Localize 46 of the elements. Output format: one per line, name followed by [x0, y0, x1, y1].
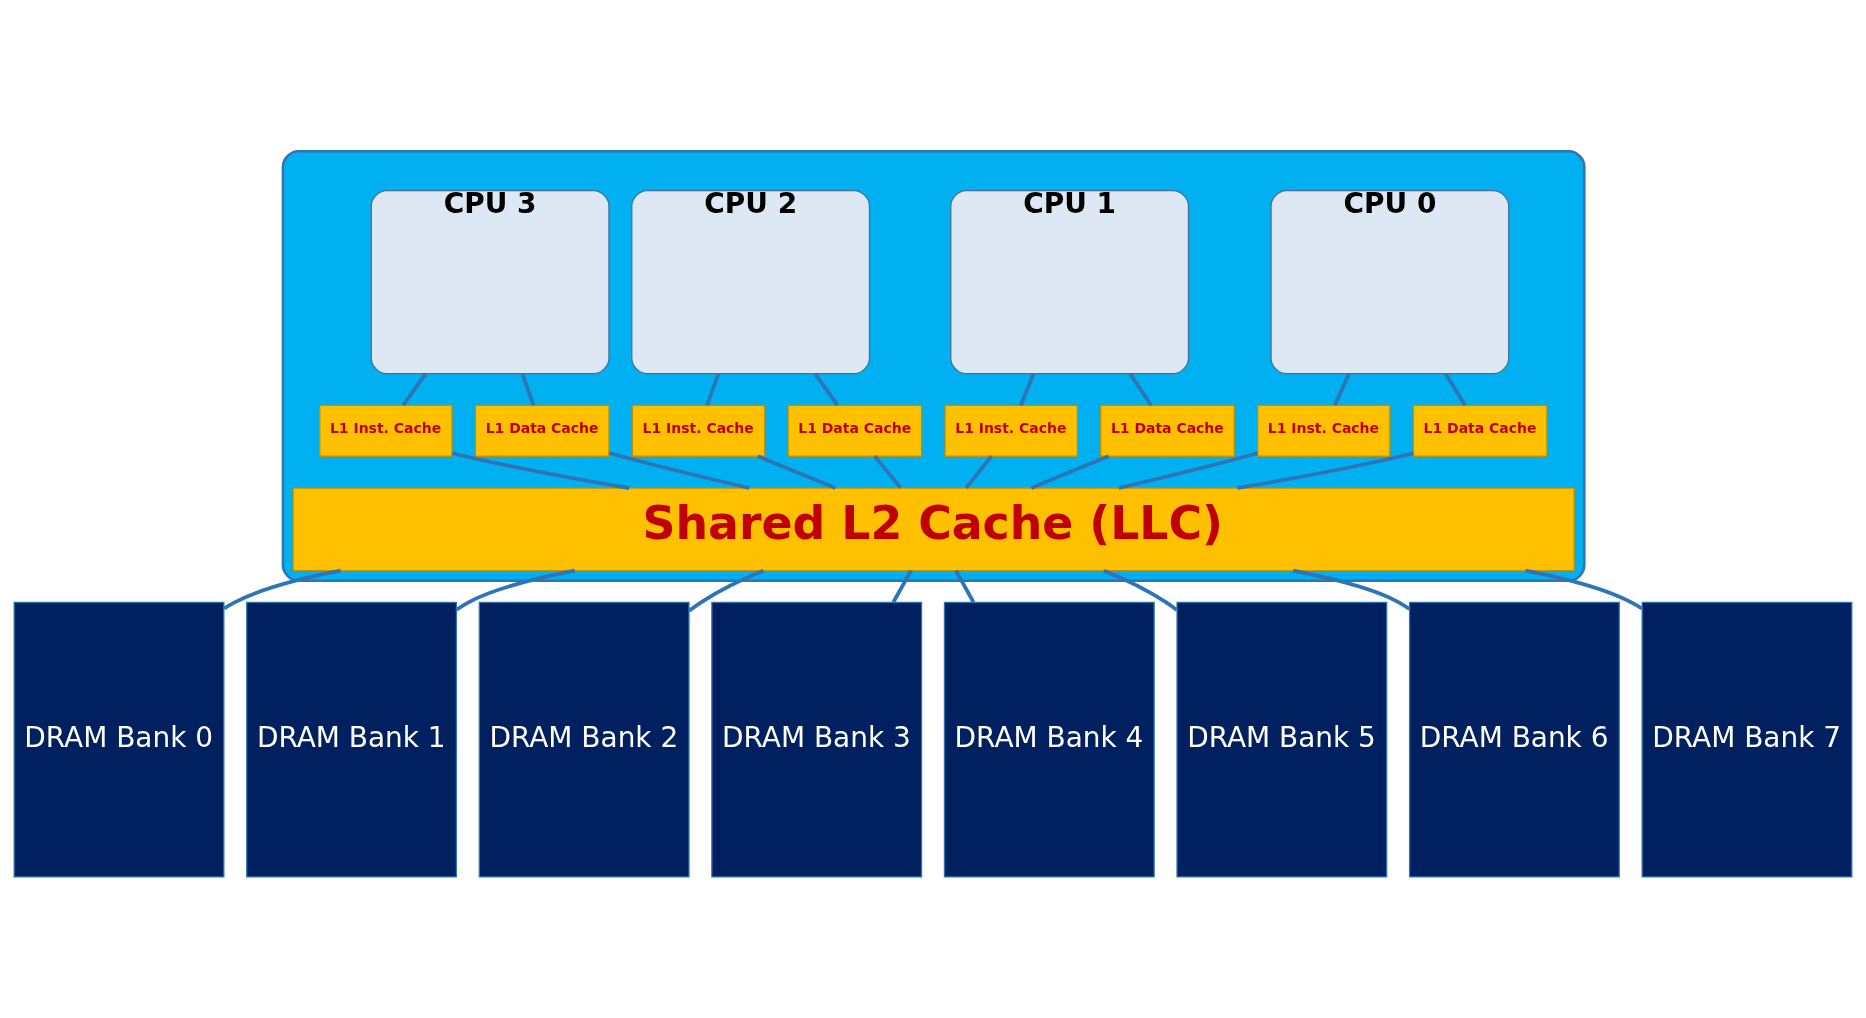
connector — [1292, 568, 1411, 611]
connector — [891, 569, 913, 604]
node-box: L1 Data Cache — [1100, 404, 1235, 457]
node-box: DRAM Bank 7 — [1641, 601, 1853, 878]
connector — [1128, 372, 1153, 407]
connector — [608, 451, 750, 490]
connector — [813, 372, 840, 407]
connector — [1237, 451, 1414, 490]
connector — [451, 451, 630, 490]
connector — [1019, 373, 1036, 406]
node-box: L1 Inst. Cache — [944, 404, 1078, 457]
node-box: DRAM Bank 4 — [943, 601, 1155, 878]
connector — [705, 373, 721, 406]
node-box: DRAM Bank 6 — [1408, 601, 1620, 878]
connector — [1333, 373, 1351, 406]
connector — [688, 569, 765, 613]
node-box: L1 Inst. Cache — [1257, 404, 1391, 457]
connector — [1118, 451, 1258, 490]
connector — [964, 455, 994, 489]
node-box: L1 Inst. Cache — [319, 404, 453, 457]
node-box: DRAM Bank 1 — [246, 601, 458, 878]
node-box: DRAM Bank 3 — [711, 601, 923, 878]
connector — [223, 568, 341, 611]
node-box: L1 Inst. Cache — [631, 404, 766, 457]
node-box: CPU 3 — [370, 190, 610, 375]
node-box: CPU 1 — [950, 190, 1190, 375]
connector — [873, 455, 903, 489]
node-box: DRAM Bank 2 — [478, 601, 690, 878]
cluster — [281, 150, 1586, 583]
node-box: L1 Data Cache — [474, 404, 610, 457]
node-box: CPU 2 — [631, 190, 871, 375]
node-box: Shared L2 Cache (LLC) — [292, 487, 1575, 572]
node-box: DRAM Bank 5 — [1176, 601, 1388, 878]
connector — [520, 373, 536, 406]
connector — [1444, 372, 1467, 407]
connector — [757, 454, 837, 490]
connector — [1030, 454, 1110, 490]
connector — [401, 372, 428, 407]
connector — [1525, 568, 1643, 611]
node-box: L1 Data Cache — [787, 404, 923, 457]
node-box: CPU 0 — [1270, 190, 1510, 375]
node-box: L1 Data Cache — [1412, 404, 1548, 457]
node-box: DRAM Bank 0 — [13, 601, 225, 878]
connector — [954, 569, 976, 604]
connector — [455, 568, 576, 612]
connector — [1103, 568, 1179, 612]
